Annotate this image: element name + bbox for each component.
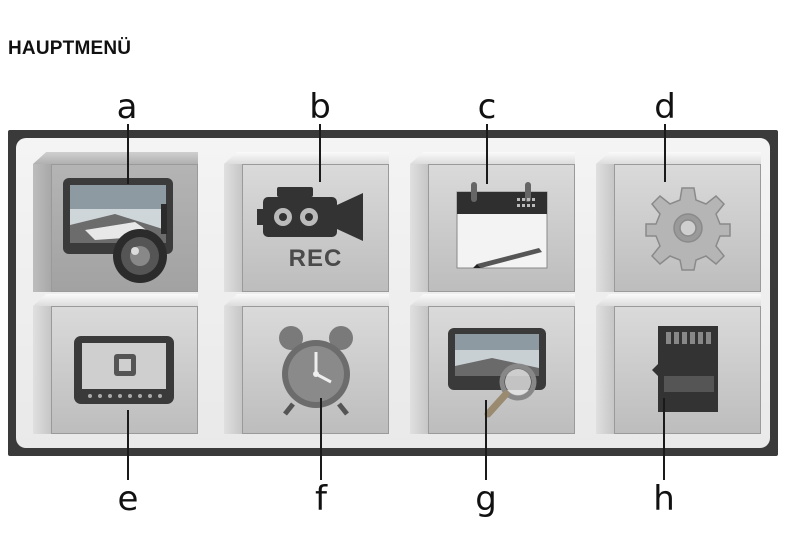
callout-c: c <box>477 87 497 127</box>
leader-line-f <box>320 398 322 480</box>
micro-sd-card-icon <box>651 326 718 412</box>
leader-line-d <box>664 124 666 182</box>
live-camera-view-icon <box>62 178 173 283</box>
menu-tile-settings[interactable] <box>596 152 761 292</box>
calendar-icon <box>456 182 547 269</box>
callout-g: g <box>475 479 497 519</box>
menu-tile-calendar[interactable] <box>410 152 575 292</box>
leader-line-b <box>319 124 321 182</box>
playback-search-icon <box>447 328 546 418</box>
leader-line-h <box>663 398 665 480</box>
menu-tile-sd-card[interactable] <box>596 294 761 434</box>
page-title: HAUPTMENÜ <box>8 38 132 59</box>
callout-b: b <box>309 87 331 127</box>
video-record-icon <box>257 187 363 241</box>
gear-icon <box>644 187 731 271</box>
leader-line-g <box>485 400 487 480</box>
rec-label: REC <box>288 245 343 272</box>
menu-tile-record[interactable]: REC <box>224 152 389 292</box>
menu-tile-playback[interactable] <box>410 294 575 434</box>
callout-a: a <box>116 87 138 127</box>
menu-tile-display[interactable] <box>33 294 198 434</box>
leader-line-a <box>127 124 129 184</box>
callout-h: h <box>653 479 675 519</box>
leader-line-c <box>486 124 488 184</box>
alarm-clock-icon <box>278 326 353 416</box>
callout-e: e <box>117 479 139 519</box>
callout-d: d <box>654 87 676 127</box>
menu-tile-live-view[interactable] <box>33 152 198 292</box>
leader-line-e <box>127 410 129 480</box>
callout-f: f <box>315 479 327 519</box>
monitor-display-icon <box>73 336 174 404</box>
menu-tile-alarm[interactable] <box>224 294 389 434</box>
